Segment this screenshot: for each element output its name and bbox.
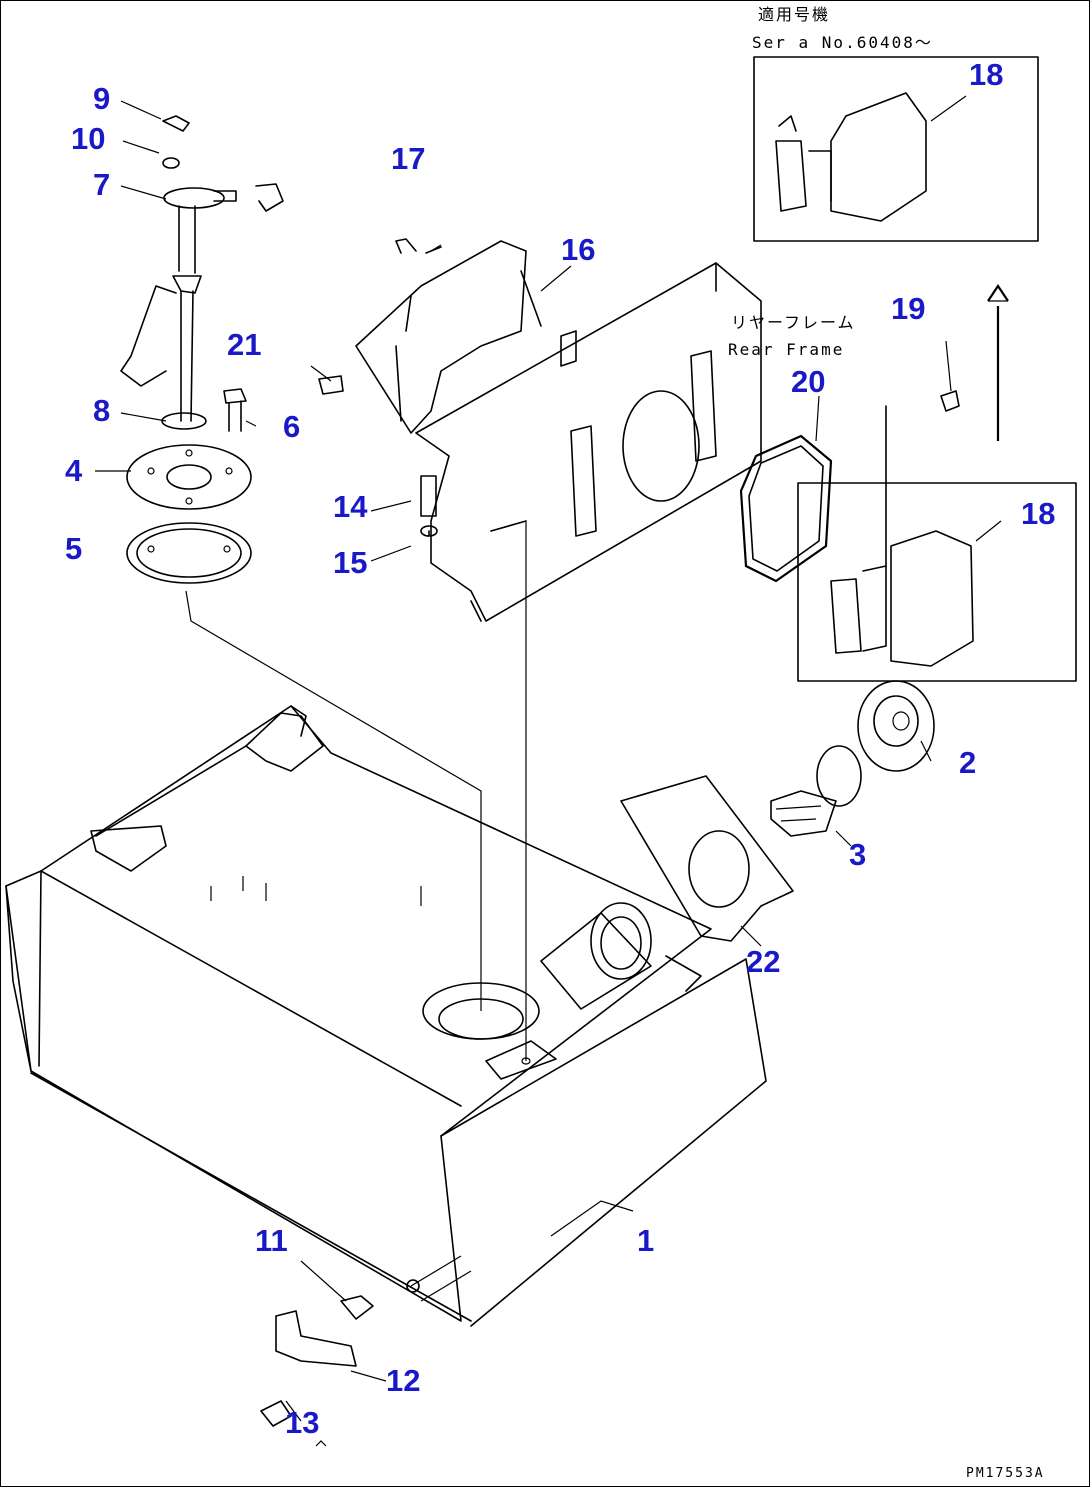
rear-frame-note-en: Rear Frame [728, 340, 845, 359]
callout-19: 19 [891, 291, 926, 326]
callout-21: 21 [227, 327, 262, 362]
callout-18-inset: 18 [969, 57, 1004, 92]
callout-20: 20 [791, 364, 826, 399]
callout-17: 17 [391, 141, 426, 176]
callout-2: 2 [959, 745, 977, 780]
callout-22: 22 [746, 944, 781, 979]
access-door [739, 284, 1077, 682]
rear-frame-note-jp: リヤーフレーム [731, 313, 856, 332]
serial-note-jp: 適用号機 [758, 5, 831, 24]
callout-9: 9 [93, 81, 111, 116]
drawing-code: PM17553A [966, 1466, 1045, 1481]
callout-16: 16 [561, 232, 596, 267]
leader-lines [95, 95, 1002, 1422]
serial-note-en: Ser a No.60408～ [752, 33, 933, 52]
filler-assembly [620, 680, 935, 942]
fuel-gauge-assembly [120, 115, 284, 430]
callout-18-door: 18 [1021, 496, 1056, 531]
bracket-assembly [260, 1279, 420, 1447]
callout-6: 6 [283, 409, 301, 444]
serial-inset [753, 56, 1039, 242]
callout-4: 4 [65, 453, 83, 488]
callout-15: 15 [333, 545, 368, 580]
callout-5: 5 [65, 531, 83, 566]
callout-10: 10 [71, 121, 106, 156]
rear-frame [415, 262, 762, 622]
callout-8: 8 [93, 393, 111, 428]
cover-plate [318, 238, 542, 537]
mounting-plate [126, 388, 252, 584]
callout-12: 12 [386, 1363, 421, 1398]
callout-11: 11 [255, 1223, 288, 1258]
callout-14: 14 [333, 489, 368, 524]
callout-13: 13 [285, 1405, 320, 1440]
callout-1: 1 [637, 1223, 655, 1258]
callout-3: 3 [849, 837, 867, 872]
callout-7: 7 [93, 167, 111, 202]
